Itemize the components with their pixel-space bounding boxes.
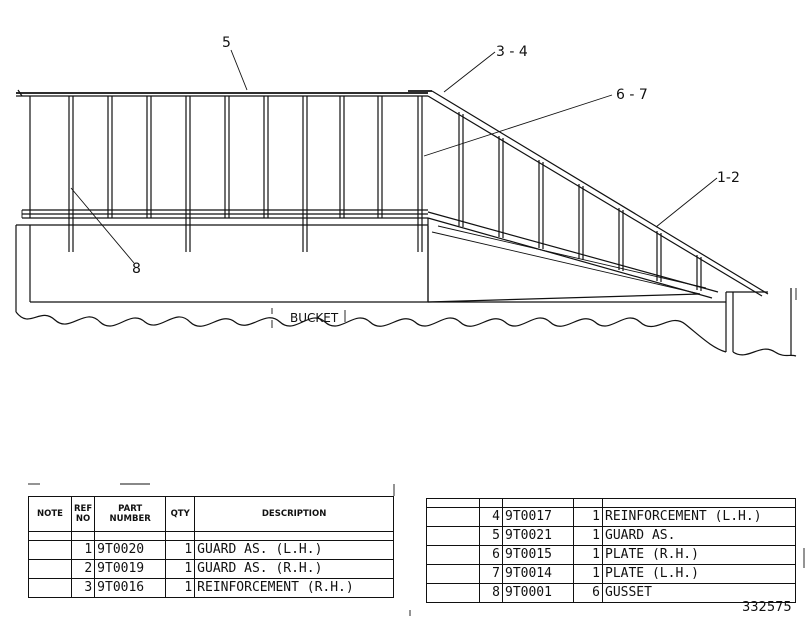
table-row: 6 9T0015 1 PLATE (R.H.): [426, 545, 796, 565]
table-spacer-row: [28, 531, 394, 541]
qty-cell: 6: [573, 583, 603, 603]
part-number-cell: 9T0021: [502, 526, 574, 546]
description-cell: GUSSET: [602, 583, 796, 603]
ref-cell: 6: [479, 545, 503, 565]
spacer-cell: [70, 531, 96, 541]
spacer-cell: [573, 498, 603, 508]
bucket-outline: [15, 218, 797, 357]
spacer-cell: [94, 531, 167, 541]
qty-cell: 1: [573, 507, 603, 527]
parts-table-header: NOTE REF NO PART NUMBER QTY DESCRIPTION: [28, 496, 394, 532]
part-number-cell: 9T0020: [94, 540, 167, 560]
ref-cell: 3: [70, 578, 96, 598]
parts-table-right: 4 9T0017 1 REINFORCEMENT (L.H.) 5 9T0021…: [426, 498, 796, 603]
parts-table-left: NOTE REF NO PART NUMBER QTY DESCRIPTION …: [28, 496, 394, 598]
leader-lines: [70, 49, 718, 264]
part-number-cell: 9T0017: [502, 507, 574, 527]
part-number-cell: 9T0019: [94, 559, 167, 579]
description-cell: REINFORCEMENT (R.H.): [194, 578, 394, 598]
part-number-cell: 9T0001: [502, 583, 574, 603]
note-cell: [426, 507, 480, 527]
callout-5: 5: [222, 35, 231, 51]
note-cell: [426, 564, 480, 584]
guard-top-rail: [16, 89, 428, 218]
table-row: 1 9T0020 1 GUARD AS. (L.H.): [28, 540, 394, 560]
spacer-cell: [479, 498, 503, 508]
note-cell: [426, 526, 480, 546]
description-cell: GUARD AS. (R.H.): [194, 559, 394, 579]
qty-cell: 1: [165, 559, 196, 579]
header-qty: QTY: [165, 496, 196, 532]
qty-cell: 1: [165, 578, 196, 598]
ref-cell: 7: [479, 564, 503, 584]
description-cell: PLATE (R.H.): [602, 545, 796, 565]
table-row: 7 9T0014 1 PLATE (L.H.): [426, 564, 796, 584]
callout-1-2: 1-2: [717, 170, 740, 186]
spacer-cell: [194, 531, 394, 541]
incline-guard: [408, 90, 769, 303]
spacer-cell: [165, 531, 196, 541]
callout-8: 8: [132, 261, 141, 277]
note-cell: [28, 559, 72, 579]
ref-cell: 2: [70, 559, 96, 579]
guard-vertical-bars: [68, 96, 423, 252]
table-spacer-row: [426, 498, 796, 508]
qty-cell: 1: [573, 545, 603, 565]
description-cell: PLATE (L.H.): [602, 564, 796, 584]
bucket-label: BUCKET: [290, 311, 339, 325]
spacer-cell: [426, 498, 480, 508]
table-row: 4 9T0017 1 REINFORCEMENT (L.H.): [426, 507, 796, 527]
part-number-cell: 9T0016: [94, 578, 167, 598]
callout-3-4: 3 - 4: [496, 44, 528, 60]
table-frame-marks: [28, 483, 805, 616]
note-cell: [28, 540, 72, 560]
qty-cell: 1: [573, 526, 603, 546]
callout-6-7: 6 - 7: [616, 87, 648, 103]
table-row: 5 9T0021 1 GUARD AS.: [426, 526, 796, 546]
table-row: 2 9T0019 1 GUARD AS. (R.H.): [28, 559, 394, 579]
table-row: 8 9T0001 6 GUSSET: [426, 583, 796, 603]
qty-cell: 1: [165, 540, 196, 560]
part-number-cell: 9T0015: [502, 545, 574, 565]
spacer-cell: [28, 531, 72, 541]
description-cell: GUARD AS. (L.H.): [194, 540, 394, 560]
document-number: 332575: [742, 600, 792, 615]
ref-cell: 1: [70, 540, 96, 560]
part-number-cell: 9T0014: [502, 564, 574, 584]
spacer-cell: [502, 498, 574, 508]
note-cell: [426, 583, 480, 603]
header-ref-no: REF NO: [70, 496, 96, 532]
note-cell: [28, 578, 72, 598]
description-cell: REINFORCEMENT (L.H.): [602, 507, 796, 527]
spacer-cell: [602, 498, 796, 508]
header-note: NOTE: [28, 496, 72, 532]
header-description: DESCRIPTION: [194, 496, 394, 532]
note-cell: [426, 545, 480, 565]
table-row: 3 9T0016 1 REINFORCEMENT (R.H.): [28, 578, 394, 598]
ref-cell: 4: [479, 507, 503, 527]
description-cell: GUARD AS.: [602, 526, 796, 546]
qty-cell: 1: [573, 564, 603, 584]
ref-cell: 8: [479, 583, 503, 603]
header-part-number: PART NUMBER: [94, 496, 167, 532]
ref-cell: 5: [479, 526, 503, 546]
